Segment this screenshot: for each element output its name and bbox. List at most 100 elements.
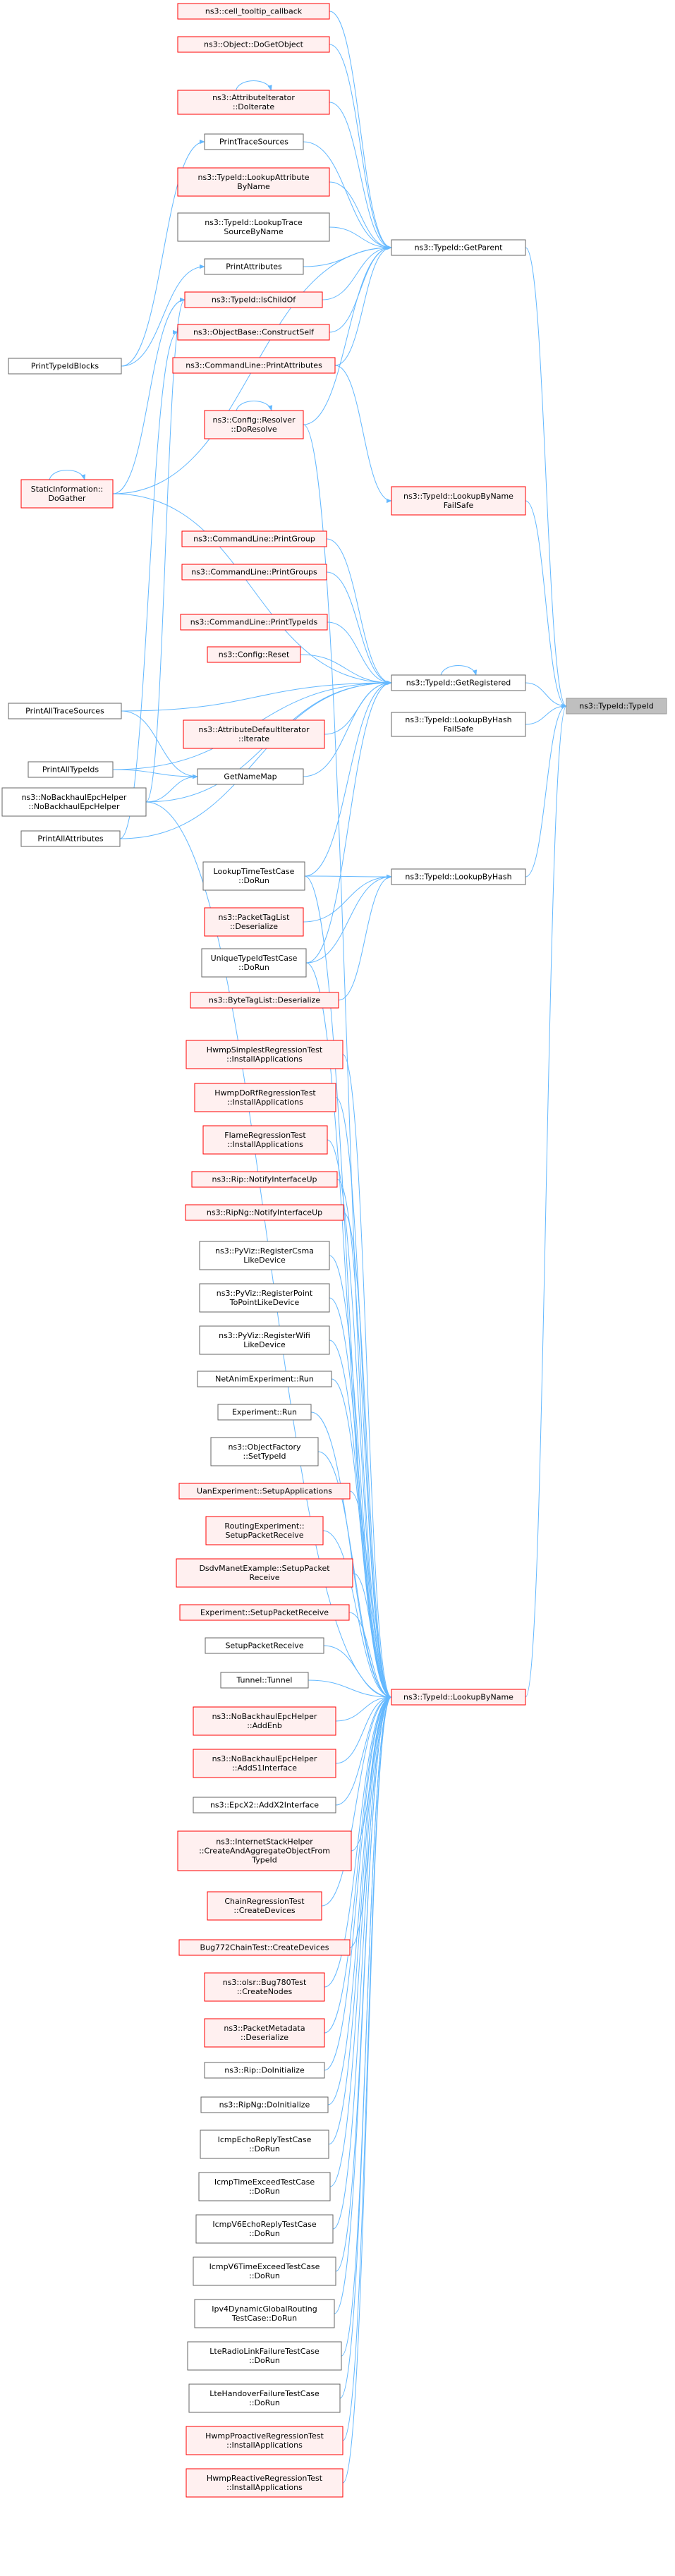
node-bytetaglist[interactable]: ns3::ByteTagList::Deserialize — [190, 992, 339, 1009]
node-ltehandover[interactable]: LteHandoverFailureTestCase::DoRun — [188, 2383, 341, 2413]
node-icmptimeex[interactable]: IcmpTimeExceedTestCase::DoRun — [198, 2172, 331, 2201]
edges-layer — [49, 11, 567, 2484]
node-getregistered[interactable]: ns3::TypeId::GetRegistered — [391, 674, 526, 691]
node-printalltracesrc[interactable]: PrintAllTraceSources — [8, 703, 122, 719]
node-expsetuppr[interactable]: Experiment::SetupPacketReceive — [179, 1604, 350, 1621]
node-printallattrs[interactable]: PrintAllAttributes — [20, 830, 121, 847]
node-printattrs[interactable]: PrintAttributes — [204, 258, 304, 275]
edge-lookupbynamefs-to-typeid — [525, 500, 567, 709]
node-resolver[interactable]: ns3::Config::Resolver::DoResolve — [204, 410, 304, 439]
node-hwmpsimplest[interactable]: HwmpSimplestRegressionTest::InstallAppli… — [186, 1040, 343, 1069]
node-ripdoinit[interactable]: ns3::Rip::DoInitialize — [204, 2062, 325, 2079]
node-hwmpdorf[interactable]: HwmpDoRfRegressionTest::InstallApplicati… — [194, 1083, 336, 1112]
edge-staticinfo-to-staticinfo — [49, 470, 86, 480]
node-nobackhaulctor[interactable]: ns3::NoBackhaulEpcHelper::NoBackhaulEpcH… — [1, 787, 147, 817]
node-getparent[interactable]: ns3::TypeId::GetParent — [391, 239, 526, 256]
node-label: Receive — [249, 1573, 279, 1582]
node-attrdefiter[interactable]: ns3::AttributeDefaultIterator::Iterate — [183, 719, 325, 749]
node-addx2[interactable]: ns3::EpcX2::AddX2Interface — [193, 1797, 336, 1813]
node-addenb[interactable]: ns3::NoBackhaulEpcHelper::AddEnb — [193, 1706, 336, 1736]
node-clprintgroup[interactable]: ns3::CommandLine::PrintGroup — [181, 530, 327, 547]
node-bug772[interactable]: Bug772ChainTest::CreateDevices — [178, 1939, 351, 1956]
node-lookupbyname[interactable]: ns3::TypeId::LookupByName — [391, 1689, 526, 1706]
node-lookupbyhash[interactable]: ns3::TypeId::LookupByHash — [391, 868, 526, 885]
node-label: ns3::CommandLine::PrintTypeIds — [190, 618, 318, 627]
node-lookuptimetc[interactable]: LookupTimeTestCase::DoRun — [202, 861, 305, 891]
node-uanexp[interactable]: UanExperiment::SetupApplications — [178, 1483, 351, 1500]
node-hwmpreactive[interactable]: HwmpReactiveRegressionTest::InstallAppli… — [186, 2468, 343, 2498]
node-printtypeidblocks[interactable]: PrintTypeIdBlocks — [8, 358, 122, 375]
node-experimentrun[interactable]: Experiment::Run — [217, 1404, 312, 1421]
node-box — [177, 212, 330, 242]
node-cell_tooltip[interactable]: ns3::cell_tooltip_callback — [177, 3, 330, 20]
node-packettaglist[interactable]: ns3::PacketTagList::Deserialize — [204, 907, 304, 937]
node-typeid[interactable]: ns3::TypeId::TypeId — [566, 698, 667, 715]
node-icmpv6echo[interactable]: IcmpV6EchoReplyTestCase::DoRun — [195, 2214, 334, 2244]
node-label: UanExperiment::SetupApplications — [197, 1487, 332, 1496]
node-icmpv6timeex[interactable]: IcmpV6TimeExceedTestCase::DoRun — [193, 2256, 336, 2286]
node-configreset[interactable]: ns3::Config::Reset — [207, 646, 301, 663]
node-staticinfo[interactable]: StaticInformation::DoGather — [20, 479, 114, 509]
node-objfactory[interactable]: ns3::ObjectFactory::SetTypeId — [210, 1437, 319, 1466]
edge-lookuptimetc-to-getregistered — [304, 680, 392, 877]
node-box — [199, 1283, 330, 1313]
node-olsrbug780[interactable]: ns3::olsr::Bug780Test::CreateNodes — [204, 1972, 325, 2002]
node-label: HwmpReactiveRegressionTest — [207, 2474, 323, 2483]
node-printalltypeids[interactable]: PrintAllTypeIds — [28, 761, 114, 778]
node-label: ::DoRun — [249, 2229, 280, 2238]
node-chainreg[interactable]: ChainRegressionTest::CreateDevices — [207, 1891, 322, 1921]
node-label: ns3::ObjectFactory — [228, 1442, 301, 1452]
node-label: ns3::ObjectBase::ConstructSelf — [193, 328, 315, 337]
node-hwmpproactive[interactable]: HwmpProactiveRegressionTest::InstallAppl… — [186, 2426, 343, 2455]
node-label: Tunnel::Tunnel — [236, 1676, 293, 1685]
node-label: ns3::PyViz::RegisterWifi — [219, 1331, 310, 1340]
node-internetstack[interactable]: ns3::InternetStackHelper::CreateAndAggre… — [177, 1830, 352, 1871]
node-setuppr[interactable]: SetupPacketReceive — [205, 1637, 324, 1654]
edge-staticinfo-to-ischildof — [112, 297, 186, 494]
node-label: PrintTypeIdBlocks — [31, 362, 99, 371]
node-flame[interactable]: FlameRegressionTest::InstallApplications — [202, 1125, 328, 1155]
node-ischildof[interactable]: ns3::TypeId::IsChildOf — [184, 291, 323, 308]
node-label: ns3::TypeId::LookupTrace — [205, 218, 303, 227]
node-clprintattrs[interactable]: ns3::CommandLine::PrintAttributes — [172, 357, 336, 374]
node-uniquetypeidtc[interactable]: UniqueTypeIdTestCase::DoRun — [201, 948, 307, 978]
node-label: SetupPacketReceive — [225, 1531, 303, 1540]
node-routingexp[interactable]: RoutingExperiment::SetupPacketReceive — [205, 1516, 324, 1545]
node-icmpecho[interactable]: IcmpEchoReplyTestCase::DoRun — [200, 2130, 329, 2159]
node-getnamemap[interactable]: GetNameMap — [197, 768, 304, 785]
node-label: ::DoRun — [249, 2356, 280, 2365]
edge-uniquetypeidtc-to-lookupbyhash — [305, 874, 392, 964]
node-lteradiolink[interactable]: LteRadioLinkFailureTestCase::DoRun — [187, 2341, 342, 2371]
node-printtracesrc[interactable]: PrintTraceSources — [204, 133, 304, 150]
node-label: ns3::TypeId::TypeId — [579, 702, 654, 711]
node-packetmeta[interactable]: ns3::PacketMetadata::Deserialize — [204, 2018, 325, 2048]
node-dogetobject[interactable]: ns3::Object::DoGetObject — [177, 36, 330, 53]
node-attriter[interactable]: ns3::AttributeIterator::DoIterate — [177, 90, 330, 115]
node-pyvizp2p[interactable]: ns3::PyViz::RegisterPointToPointLikeDevi… — [199, 1283, 330, 1313]
edge-expsetuppr-to-lookupbyname — [348, 1612, 392, 1700]
node-label: Bug772ChainTest::CreateDevices — [200, 1943, 329, 1952]
node-ripnotify[interactable]: ns3::Rip::NotifyInterfaceUp — [191, 1171, 338, 1188]
node-clprintgroups[interactable]: ns3::CommandLine::PrintGroups — [181, 564, 327, 581]
node-box — [201, 948, 307, 978]
node-label: ns3::RipNg::NotifyInterfaceUp — [207, 1208, 322, 1217]
node-box — [204, 907, 304, 937]
node-box — [181, 564, 327, 581]
node-box — [185, 1204, 344, 1221]
node-tunnel[interactable]: Tunnel::Tunnel — [220, 1672, 309, 1689]
node-clprinttypeids[interactable]: ns3::CommandLine::PrintTypeIds — [180, 614, 328, 631]
node-adds1[interactable]: ns3::NoBackhaulEpcHelper::AddS1Interface — [193, 1749, 336, 1778]
edge-nobackhaulctor-to-getnamemap — [145, 774, 198, 803]
node-netanim[interactable]: NetAnimExperiment::Run — [197, 1371, 332, 1387]
node-constructself[interactable]: ns3::ObjectBase::ConstructSelf — [177, 324, 330, 341]
node-ripngnotify[interactable]: ns3::RipNg::NotifyInterfaceUp — [185, 1204, 344, 1221]
node-dsdvmanet[interactable]: DsdvManetExample::SetupPacketReceive — [176, 1558, 353, 1588]
node-ripngdoinit[interactable]: ns3::RipNg::DoInitialize — [200, 2096, 329, 2113]
